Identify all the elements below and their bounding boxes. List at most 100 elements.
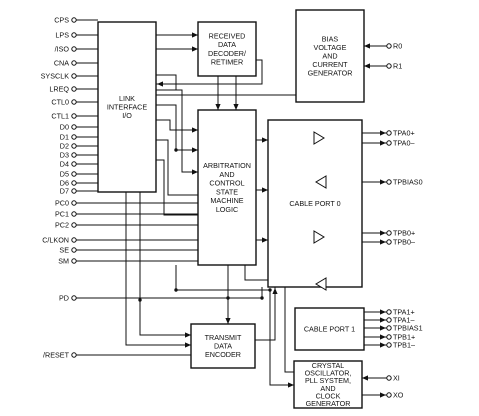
pin-sm: SM xyxy=(58,257,69,266)
pin-terminal xyxy=(71,124,77,130)
pin-xo: XO xyxy=(393,391,404,400)
pin-terminal xyxy=(71,258,77,264)
arrowhead xyxy=(215,104,221,110)
pin-tpbias1: TPBIAS1 xyxy=(393,324,423,333)
arrowhead xyxy=(380,179,386,185)
pin-ctl1: CTL1 xyxy=(51,112,69,121)
pin-r0: R0 xyxy=(393,42,402,51)
pin-terminal xyxy=(386,392,392,398)
arrowhead xyxy=(192,32,198,38)
pin-sysclk: SYSCLK xyxy=(41,72,70,81)
pin-tpbias0: TPBIAS0 xyxy=(393,178,423,187)
pin-terminal xyxy=(386,375,392,381)
arbitration-label: ARBITRATION xyxy=(203,161,251,170)
arrowhead xyxy=(380,140,386,146)
pin-pc0: PC0 xyxy=(55,199,69,208)
pin-tpa1: TPA1– xyxy=(393,316,414,325)
arbitration-block xyxy=(197,109,257,266)
pin-terminal xyxy=(386,325,392,331)
pin-terminal xyxy=(71,46,77,52)
crystal-oscillator-label: AND xyxy=(320,384,335,393)
pin-terminal xyxy=(71,247,77,253)
pin-tpa0: TPA0+ xyxy=(393,129,415,138)
pin-tpa1: TPA1+ xyxy=(393,308,415,317)
arrowhead xyxy=(380,309,386,315)
pin-reset: /RESET xyxy=(43,351,70,360)
crystal-oscillator-label: PLL SYSTEM, xyxy=(305,376,351,385)
cable-port-0-label: CABLE PORT 0 xyxy=(289,199,340,208)
pin-tpa0: TPA0– xyxy=(393,139,414,148)
junction-dot xyxy=(226,296,230,300)
pin-terminal xyxy=(71,352,77,358)
arrowhead xyxy=(272,288,278,294)
bias-generator-label: CURRENT xyxy=(312,60,348,69)
pin-d5: D5 xyxy=(60,170,69,179)
pin-terminal xyxy=(71,134,77,140)
pin-terminal xyxy=(71,143,77,149)
pin-terminal xyxy=(71,171,77,177)
pin-tpb0: TPB0– xyxy=(393,238,415,247)
link-interface-label: INTERFACE xyxy=(107,103,148,112)
transmit-encoder-block xyxy=(190,323,256,369)
pin-terminal xyxy=(71,237,77,243)
arrowhead xyxy=(233,104,239,110)
wire xyxy=(165,287,263,299)
port-buffers xyxy=(313,131,327,291)
arrowhead xyxy=(364,63,370,69)
received-data-label: RECEIVED xyxy=(209,32,246,41)
pin-pc2: PC2 xyxy=(55,221,69,230)
wire xyxy=(156,104,198,151)
received-data-block xyxy=(197,21,257,77)
arrowhead xyxy=(262,237,268,243)
pin-pd: PD xyxy=(59,294,69,303)
arrowhead xyxy=(380,334,386,340)
pin-terminal xyxy=(71,222,77,228)
arrowhead xyxy=(380,130,386,136)
pin-terminal xyxy=(386,342,392,348)
arrowhead xyxy=(380,317,386,323)
received-data-label: DECODER/ xyxy=(208,49,246,58)
arbitration-label: LOGIC xyxy=(216,205,238,214)
arrowhead xyxy=(380,230,386,236)
wire xyxy=(156,74,177,90)
pin-terminal xyxy=(386,63,392,69)
pin-terminal xyxy=(386,140,392,146)
pin-d1: D1 xyxy=(60,133,69,142)
bias-generator-label: AND xyxy=(322,52,337,61)
transmit-encoder-label: DATA xyxy=(214,342,232,351)
pin-terminal xyxy=(71,73,77,79)
arbitration-label: AND xyxy=(219,170,234,179)
pin-r1: R1 xyxy=(393,62,402,71)
pin-terminal xyxy=(386,43,392,49)
arbitration-label: CONTROL xyxy=(209,179,244,188)
pin-terminal xyxy=(71,99,77,105)
crystal-oscillator-label: GENERATOR xyxy=(306,399,351,408)
junction-dot xyxy=(174,288,178,292)
pin-lps: LPS xyxy=(55,31,69,40)
received-data-label: RETIMER xyxy=(211,57,243,66)
link-interface-label: LINK xyxy=(119,94,135,103)
crystal-oscillator-label: CLOCK xyxy=(316,391,341,400)
pin-iso: /ISO xyxy=(55,45,70,54)
pin-ctl0: CTL0 xyxy=(51,98,69,107)
pin-tpb1: TPB1– xyxy=(393,341,415,350)
wire xyxy=(156,119,198,131)
arrowhead xyxy=(192,46,198,52)
pin-c-lkon: C/LKON xyxy=(42,236,69,245)
junction-dot xyxy=(174,148,178,152)
arrowhead xyxy=(380,342,386,348)
junction-dot xyxy=(268,288,272,292)
arrowhead xyxy=(192,127,198,133)
arrowhead xyxy=(157,81,163,87)
link-interface-label: I/O xyxy=(122,111,132,120)
pin-pc1: PC1 xyxy=(55,210,69,219)
pin-tpb1: TPB1+ xyxy=(393,333,415,342)
cable-port-1-block xyxy=(294,307,365,351)
pin-terminal xyxy=(71,200,77,206)
arbitration-label: STATE xyxy=(216,187,238,196)
pin-terminal xyxy=(71,60,77,66)
pin-xi: XI xyxy=(393,374,400,383)
arrowhead xyxy=(192,147,198,153)
wire xyxy=(125,192,191,346)
